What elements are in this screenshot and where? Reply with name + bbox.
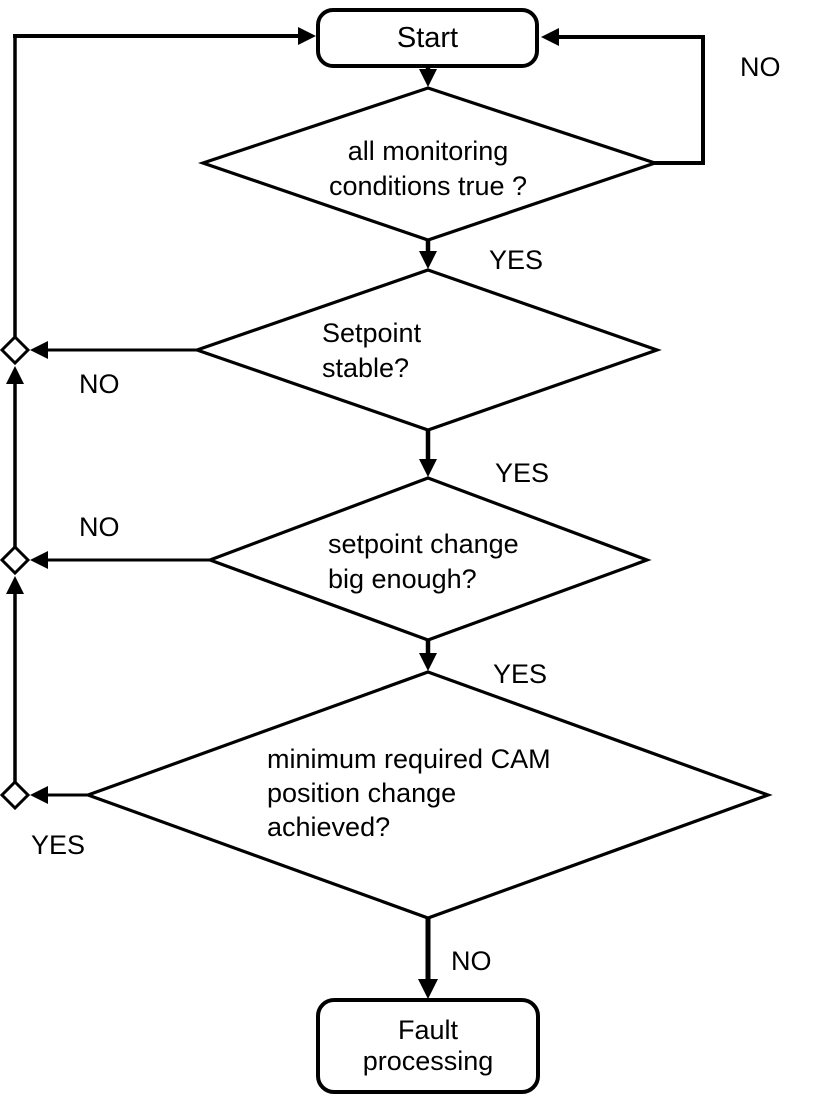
arrowhead-into-d3 — [419, 459, 437, 477]
decision-cam-position-shape — [83, 670, 773, 920]
decision-setpoint-change-shape — [205, 476, 652, 642]
decision-setpoint-stable-label: Setpoint stable? — [322, 318, 422, 383]
arrowhead-into-d2 — [419, 251, 437, 269]
arrowheads — [6, 27, 559, 999]
arrowhead-into-start-right — [541, 28, 559, 46]
arrowhead-into-start-left — [298, 27, 316, 45]
edge-label-no-cam-position: NO — [451, 946, 492, 976]
edge-label-yes-setpoint-stable: YES — [495, 458, 550, 488]
arrowhead-into-connector2-bottom — [6, 576, 24, 594]
edge-label-yes-setpoint-change: YES — [493, 659, 548, 689]
edge-label-yes-monitoring: YES — [489, 245, 544, 275]
edge-no-loop-right — [559, 35, 705, 165]
edge-label-no-monitoring-loop: NO — [740, 52, 781, 82]
edge-label-no-setpoint-stable: NO — [79, 369, 120, 399]
arrowhead-into-d4 — [419, 653, 437, 671]
arrowhead-into-d1 — [419, 69, 437, 87]
decision-monitoring-label: all monitoring conditions true ? — [328, 136, 528, 201]
decision-setpoint-change-label: setpoint change big enough? — [328, 529, 519, 594]
connector2-diamond — [0, 544, 31, 576]
arrowhead-into-connector3-right — [30, 786, 48, 804]
edge-label-yes-cam-position: YES — [31, 830, 86, 860]
start-node-shape — [316, 8, 539, 68]
decision-cam-position-label: minimum required CAM position change ach… — [267, 744, 551, 842]
fault-node-shape — [316, 998, 540, 1094]
connector3-diamond — [0, 779, 31, 811]
arrowhead-into-connector2-right — [30, 551, 48, 569]
arrowhead-into-connector1-right — [30, 341, 48, 359]
fault-node-label: Fault processing — [362, 1015, 494, 1076]
flow-nodes — [0, 8, 773, 1094]
edge-label-no-setpoint-change: NO — [79, 512, 120, 542]
decision-setpoint-stable-shape — [192, 268, 662, 432]
arrowhead-into-fault — [418, 979, 438, 999]
connector1-diamond — [0, 334, 31, 366]
start-node-label: Start — [396, 21, 459, 54]
arrowhead-into-connector1-bottom — [6, 366, 24, 384]
decision-monitoring-shape — [198, 86, 661, 242]
